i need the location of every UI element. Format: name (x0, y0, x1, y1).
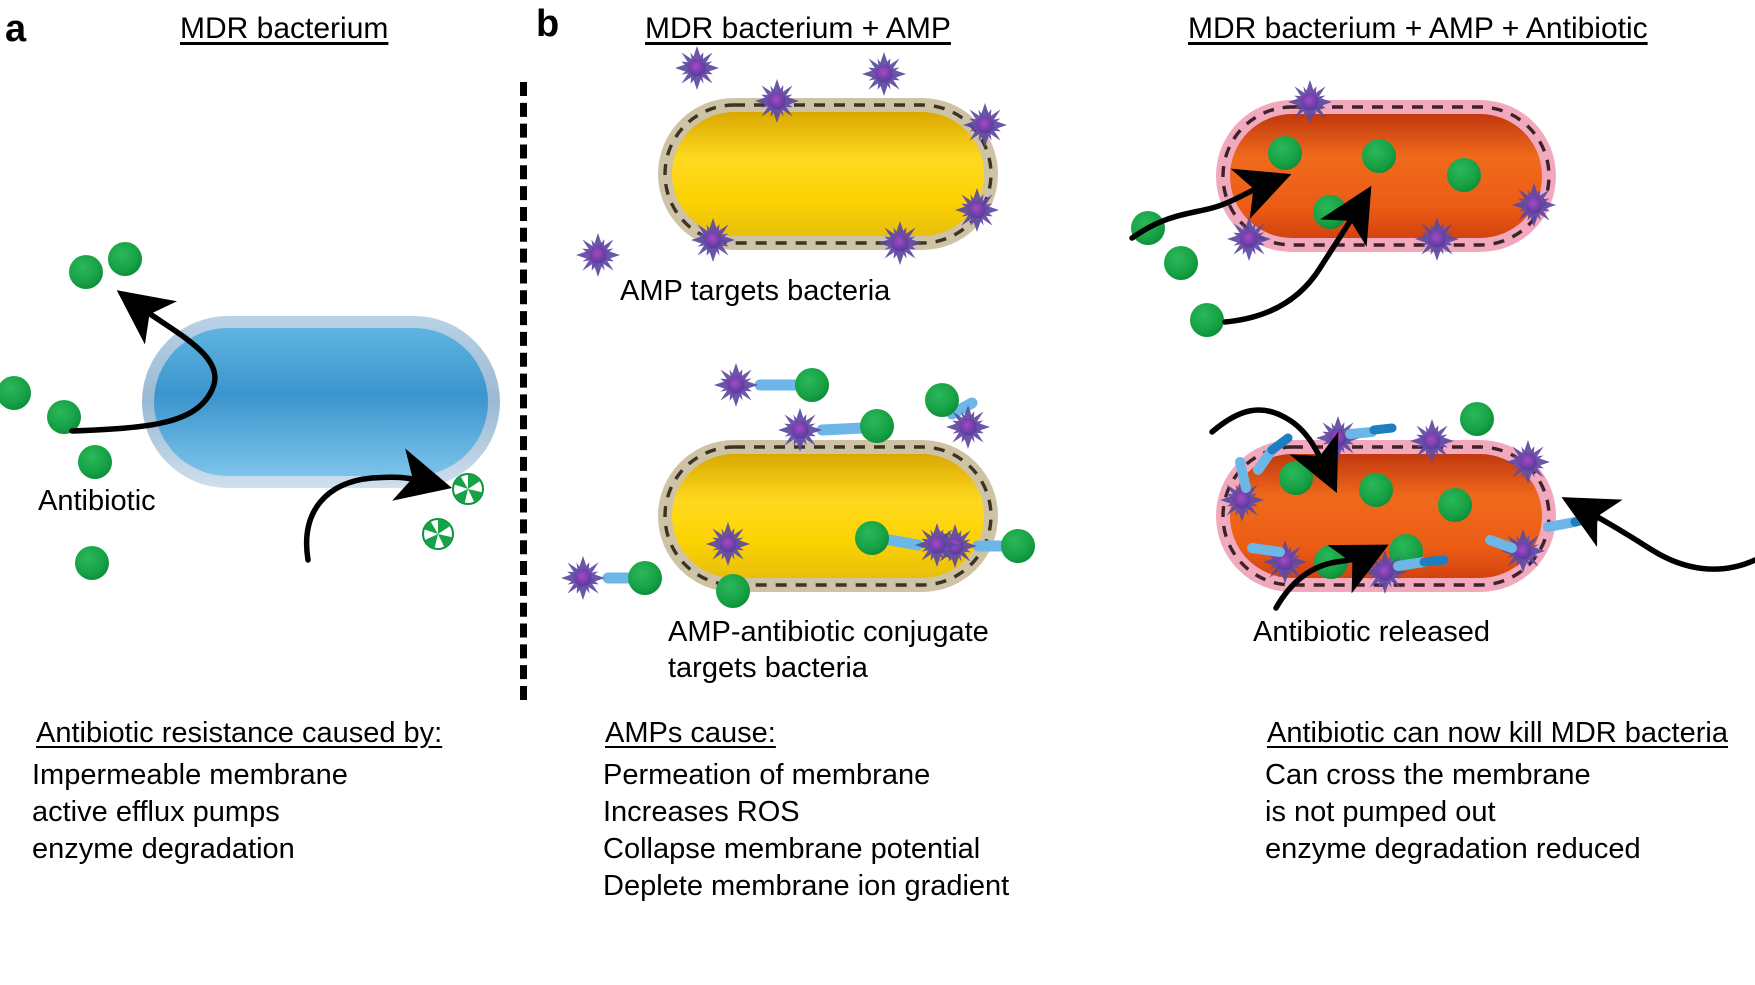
efflux-pump-arrow (69, 290, 218, 434)
right-top-internal-antibiotic-group (1268, 136, 1481, 229)
right-bottom-internal-antibiotic-group (1279, 461, 1472, 579)
caption-conjugate-line1: AMP-antibiotic conjugate (668, 616, 989, 648)
right-top-external-antibiotic-group (1131, 211, 1224, 337)
panel-b-right-title: MDR bacterium + AMP + Antibiotic (1188, 12, 1648, 45)
antibiotic-entry-arrow (1129, 168, 1292, 241)
footer-a-line-1: active efflux pumps (32, 796, 280, 828)
middle-bottom-bacterium-graphic (658, 440, 998, 592)
footer-b-right-line-0: Can cross the membrane (1265, 759, 1591, 791)
footer-b-middle-line-3: Deplete membrane ion gradient (603, 870, 1010, 902)
cleaved-linker-tips (1267, 423, 1600, 567)
footer-a-line-2: enzyme degradation (32, 833, 295, 865)
right-bottom-external-antibiotic-group (1460, 402, 1494, 436)
middle-bottom-conjugate-group (560, 362, 1035, 608)
right-bottom-entry-arrow (1209, 407, 1339, 493)
degraded-antibiotic-group (422, 473, 484, 550)
antibiotic-label: Antibiotic (38, 485, 156, 517)
right-bottom-influx-arrow (1561, 497, 1755, 572)
right-top-amp-group (1226, 79, 1557, 262)
footer-b-middle-line-2: Collapse membrane potential (603, 833, 981, 865)
footer-b-right-line-1: is not pumped out (1265, 796, 1496, 828)
middle-bottom-linker-group (602, 379, 1012, 584)
panel-a-bacterium-graphic (142, 316, 500, 488)
footer-b-middle-line-0: Permeation of membrane (603, 759, 931, 791)
panel-a-title: MDR bacterium (180, 12, 389, 45)
vertical-dashed-divider (520, 82, 527, 700)
antibiotic-release-arrow (1222, 185, 1372, 325)
right-bottom-amp-group (1219, 415, 1551, 595)
panel-b-letter: b (536, 3, 560, 45)
footer-b-middle-line-1: Increases ROS (603, 796, 800, 828)
caption-amp-targets-bacteria: AMP targets bacteria (620, 275, 891, 307)
panel-a-antibiotic-group (0, 242, 142, 580)
enzyme-degradation-arrow (303, 448, 453, 563)
footer-b-right-line-2: enzyme degradation reduced (1265, 833, 1641, 865)
footer-a-heading: Antibiotic resistance caused by: (36, 717, 443, 749)
right-bottom-internal-arrow (1273, 544, 1389, 611)
footer-a-line-0: Impermeable membrane (32, 759, 348, 791)
panel-b-middle-title: MDR bacterium + AMP (645, 12, 951, 45)
right-top-bacterium-graphic (1216, 100, 1556, 252)
footer-b-middle-heading: AMPs cause: (605, 717, 776, 749)
caption-antibiotic-released: Antibiotic released (1253, 616, 1490, 648)
caption-conjugate-line2: targets bacteria (668, 652, 868, 684)
right-bottom-bacterium-graphic (1216, 440, 1556, 592)
middle-top-amp-group (575, 45, 1008, 278)
panel-a-letter: a (5, 8, 27, 50)
middle-top-bacterium-graphic (658, 98, 998, 250)
footer-b-right-heading: Antibiotic can now kill MDR bacteria (1267, 717, 1728, 749)
cleaved-linker-group (1235, 427, 1580, 571)
